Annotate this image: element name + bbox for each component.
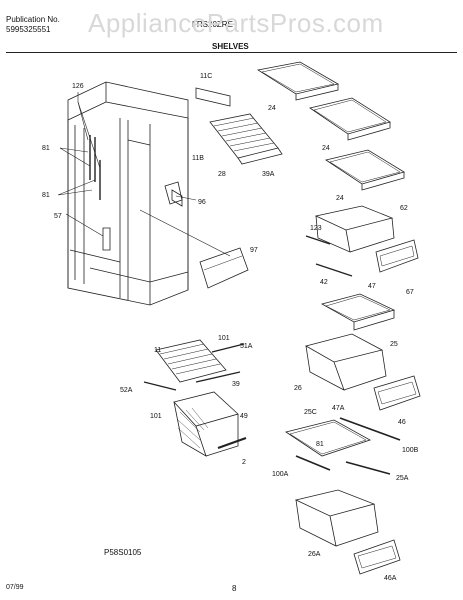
publication-label: Publication No. [6,15,60,24]
part-11b-wire-shelf [209,113,283,165]
callout-52a: 52A [120,387,133,394]
callout-123: 123 [310,225,322,232]
callout-24: 24 [336,195,344,202]
publication-number: 5995325551 [6,25,51,34]
part-24-shelf-top [256,61,340,101]
part-47a-shelf [285,419,371,457]
part-24-shelf-mid [309,97,391,141]
callout-101: 101 [150,413,162,420]
callout-97: 97 [250,247,258,254]
footer-date: 07/99 [6,584,24,591]
part-46a-front [353,539,401,575]
part-96 [164,181,183,205]
callout-28: 28 [218,171,226,178]
callout-100a: 100A [272,471,289,478]
callout-26a: 26A [308,551,321,558]
callout-67: 67 [406,289,414,296]
callout-81: 81 [316,441,324,448]
callout-2: 2 [242,459,246,466]
part-39-rail [195,371,241,383]
part-51a-rail [211,343,245,353]
section-title: SHELVES [212,42,249,51]
callout-25c: 25C [304,409,317,416]
part-97-housing [199,247,249,289]
part-11c-bracket [195,87,231,107]
callout-25: 25 [390,341,398,348]
callout-11c: 11C [200,73,212,80]
part-100b-rail [339,417,401,441]
watermark-text: AppliancePartsPros.com [88,8,384,38]
part-123-rail [305,235,331,245]
callout-81: 81 [42,145,50,152]
callout-42: 42 [320,279,328,286]
callout-39: 39 [232,381,240,388]
part-46-front [373,375,421,411]
callout-49: 49 [240,413,248,420]
callout-46a: 46A [384,575,397,582]
callout-81: 81 [42,192,50,199]
callout-57: 57 [54,213,62,220]
part-callouts: 126 81 81 57 11C 11B 28 39A 96 97 24 24 … [42,73,419,582]
callout-11b: 11B [192,155,204,162]
part-100a-rail [295,455,331,471]
part-2-trim [217,437,247,449]
callout-39a: 39A [262,171,275,178]
part-47-cover [320,293,396,331]
part-24-shelf-low [325,149,405,191]
callout-101: 101 [218,335,230,342]
part-52a-rail [143,381,177,391]
part-67-front [375,239,419,273]
part-49-basket [173,391,239,457]
diagram-code: P58S0105 [104,548,142,557]
callout-11: 11 [154,347,161,354]
callout-126: 126 [72,83,84,90]
callout-62: 62 [400,205,408,212]
model-number: FRS20ZRE [192,20,233,29]
callout-51a: 51A [240,343,253,350]
cabinet-leaders [57,92,231,257]
callout-46: 46 [398,419,406,426]
part-25a-rail [345,461,391,475]
part-42-rail [315,263,353,277]
callout-47: 47 [368,283,376,290]
callout-47a: 47A [332,405,345,412]
part-11-wire-shelf [155,339,227,383]
callout-96: 96 [198,199,206,206]
part-26-pan [304,333,387,391]
page-number: 8 [232,584,237,593]
callout-26: 26 [294,385,302,392]
callout-24: 24 [322,145,330,152]
part-26a-pan [294,489,379,547]
header-rule [6,52,457,53]
callout-25a: 25A [396,475,409,482]
callout-100b: 100B [402,447,419,454]
part-62-pan [314,205,395,253]
cabinet-drawing [67,81,189,306]
callout-24: 24 [268,105,276,112]
